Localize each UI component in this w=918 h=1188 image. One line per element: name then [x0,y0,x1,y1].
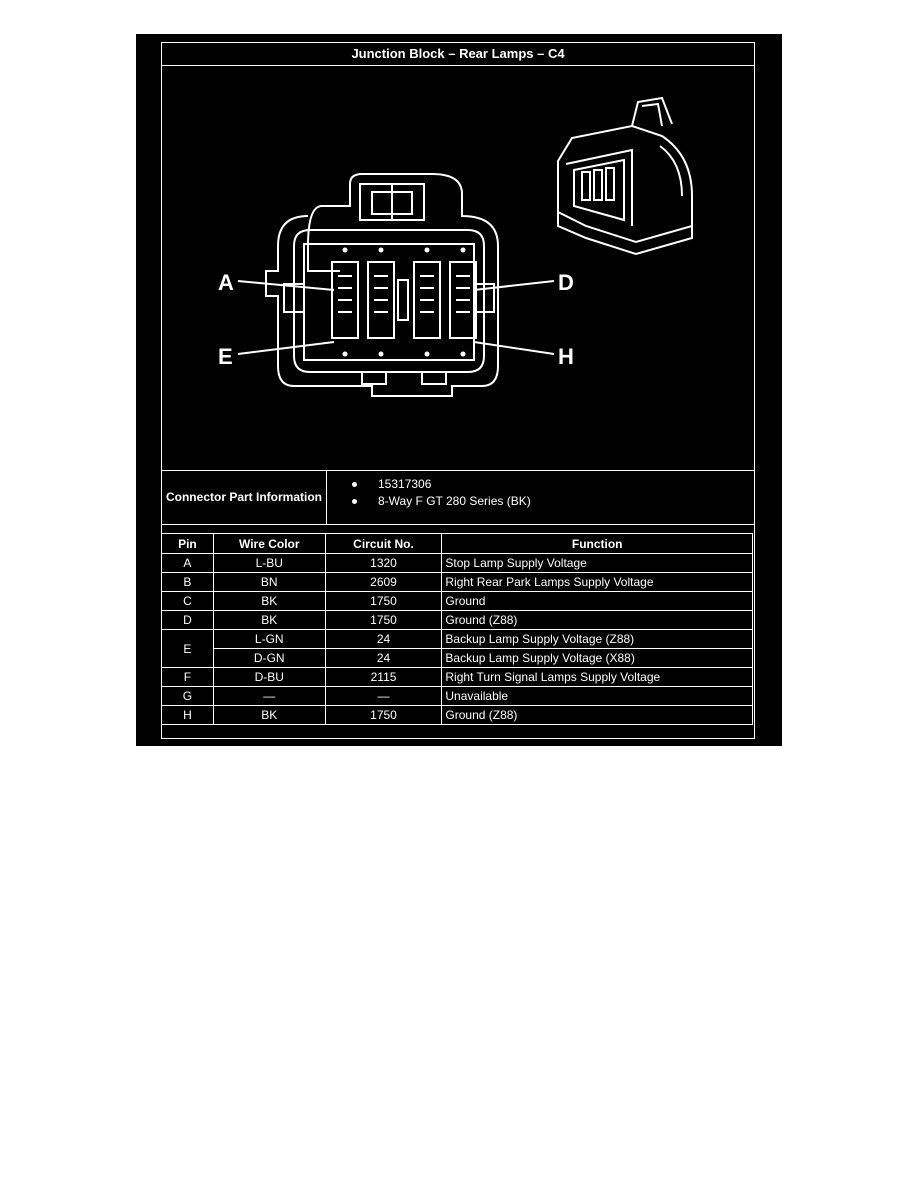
circuit-cell: 24 [324,629,443,649]
function-cell: Ground (Z88) [441,705,753,725]
pin-table: Pin Wire Color Circuit No. Function A L-… [161,533,753,725]
circuit-cell: 1320 [324,553,443,573]
pin-cell: C [161,591,214,611]
circuit-cell: — [324,686,443,706]
wire-color-cell: D-GN [212,648,326,668]
pin-cell: D [161,610,214,630]
connector-diagram: A D E H [162,66,754,470]
circuit-cell: 2609 [324,572,443,592]
table-row: C BK 1750 Ground [161,591,753,611]
table-row: G — — Unavailable [161,686,753,706]
header-pin: Pin [161,533,214,554]
function-cell: Right Rear Park Lamps Supply Voltage [441,572,753,592]
circuit-cell: 2115 [324,667,443,687]
header-circuit-no: Circuit No. [324,533,443,554]
function-cell: Backup Lamp Supply Voltage (X88) [441,648,753,668]
circuit-cell: 1750 [324,705,443,725]
function-cell: Ground (Z88) [441,610,753,630]
table-row: D-GN 24 Backup Lamp Supply Voltage (X88) [162,648,753,668]
connector-illustration: A D E H [218,96,693,397]
pin-cell: B [161,572,214,592]
table-row: H BK 1750 Ground (Z88) [161,705,753,725]
wire-color-cell: BK [212,705,326,725]
circuit-cell: 1750 [324,591,443,611]
connector-front-view [265,173,499,397]
function-cell: Stop Lamp Supply Voltage [441,553,753,573]
pin-cell: H [161,705,214,725]
table-row: F D-BU 2115 Right Turn Signal Lamps Supp… [161,667,753,687]
pin-cell: F [161,667,214,687]
wire-color-cell: BN [212,572,326,592]
pin-cell: G [161,686,214,706]
pin-leader-lines [237,280,555,355]
diagram-frame: Junction Block – Rear Lamps – C4 [136,34,782,746]
page-title: Junction Block – Rear Lamps – C4 [162,43,754,66]
header-function: Function [441,533,753,554]
pin-cell: A [161,553,214,573]
pin-label-e: E [218,344,233,369]
table-row: B BN 2609 Right Rear Park Lamps Supply V… [161,572,753,592]
connector-sheet: Junction Block – Rear Lamps – C4 [161,42,755,739]
circuit-cell: 1750 [324,610,443,630]
function-cell: Unavailable [441,686,753,706]
table-row: D BK 1750 Ground (Z88) [161,610,753,630]
function-cell: Right Turn Signal Lamps Supply Voltage [441,667,753,687]
wire-color-cell: — [212,686,326,706]
wire-color-cell: BK [212,610,326,630]
table-header-row: Pin Wire Color Circuit No. Function [161,533,753,554]
wire-color-cell: L-GN [212,629,326,649]
table-row: A L-BU 1320 Stop Lamp Supply Voltage [161,553,753,573]
connector-part-info: Connector Part Information 15317306 8-Wa… [162,470,754,525]
connector-iso-view [557,96,693,256]
circuit-cell: 24 [324,648,443,668]
function-cell: Ground [441,591,753,611]
connector-series: 8-Way F GT 280 Series (BK) [352,493,531,510]
wire-color-cell: D-BU [212,667,326,687]
pin-label-d: D [558,270,574,295]
table-row: E L-GN 24 Backup Lamp Supply Voltage (Z8… [161,629,753,668]
pin-label-a: A [218,270,234,295]
part-info-list: 15317306 8-Way F GT 280 Series (BK) [352,476,531,510]
function-cell: Backup Lamp Supply Voltage (Z88) [441,629,753,649]
wire-color-cell: BK [212,591,326,611]
header-wire-color: Wire Color [212,533,326,554]
part-number: 15317306 [352,476,531,493]
cavity-dots [342,247,466,357]
wire-color-cell: L-BU [212,553,326,573]
part-info-label: Connector Part Information [162,471,327,524]
pin-label-h: H [558,344,574,369]
pin-cell: E [161,629,214,668]
